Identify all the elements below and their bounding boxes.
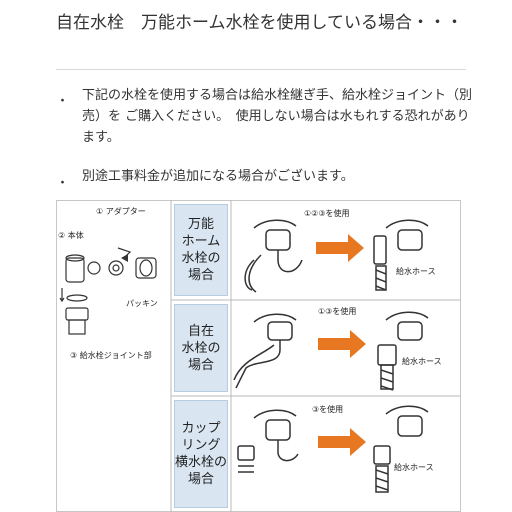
usage-note-1: ①②③を使用 xyxy=(304,209,350,218)
part-label-body: ② 本体 xyxy=(58,231,84,240)
hose-label-3: 給水ホース xyxy=(394,463,434,472)
faucet-after-3 xyxy=(373,405,429,493)
hose-label-2: 給水ホース xyxy=(402,357,442,366)
parts-illustration xyxy=(59,247,157,335)
faucet-before-1 xyxy=(244,219,303,293)
diagram-drawing xyxy=(59,200,461,512)
usage-note-3: ③を使用 xyxy=(312,405,344,414)
faucet-before-3 xyxy=(237,409,299,473)
faucet-after-1 xyxy=(373,219,429,291)
row-label-2: 自在 水栓の 場合 xyxy=(174,304,228,392)
part-label-adapter: ① アダプター xyxy=(96,207,146,216)
faucet-before-2 xyxy=(233,313,297,389)
page-title: 自在水栓 万能ホーム水栓を使用している場合・・・ xyxy=(56,13,463,33)
diagram-frame xyxy=(56,200,461,512)
faucet-after-2 xyxy=(377,311,429,391)
faucet-diagram: ① アダプター ② 本体 パッキン ③ 給水栓ジョイント部 万能 ホーム 水栓の… xyxy=(56,200,461,512)
arrow-1 xyxy=(316,234,364,262)
note-text: 下記の水栓を使用する場合は給水栓継ぎ手、給水栓ジョイント（別売）を ご購入くださ… xyxy=(82,88,473,145)
part-label-packing: パッキン xyxy=(126,299,158,308)
note-text: 別途工事料金が追加になる場合がございます。 xyxy=(82,169,354,184)
usage-note-2: ①③を使用 xyxy=(318,307,357,316)
bullet-marker: ・ xyxy=(56,176,70,191)
row-label-1: 万能 ホーム 水栓の 場合 xyxy=(174,204,228,296)
row-label-3: カップ リング 横水栓の 場合 xyxy=(174,400,228,508)
bullet-marker: ・ xyxy=(56,94,70,109)
part-label-joint: ③ 給水栓ジョイント部 xyxy=(70,351,152,360)
hose-label-1: 給水ホース xyxy=(396,267,436,276)
arrow-3 xyxy=(318,428,366,456)
divider xyxy=(56,69,466,70)
arrow-2 xyxy=(318,330,366,358)
